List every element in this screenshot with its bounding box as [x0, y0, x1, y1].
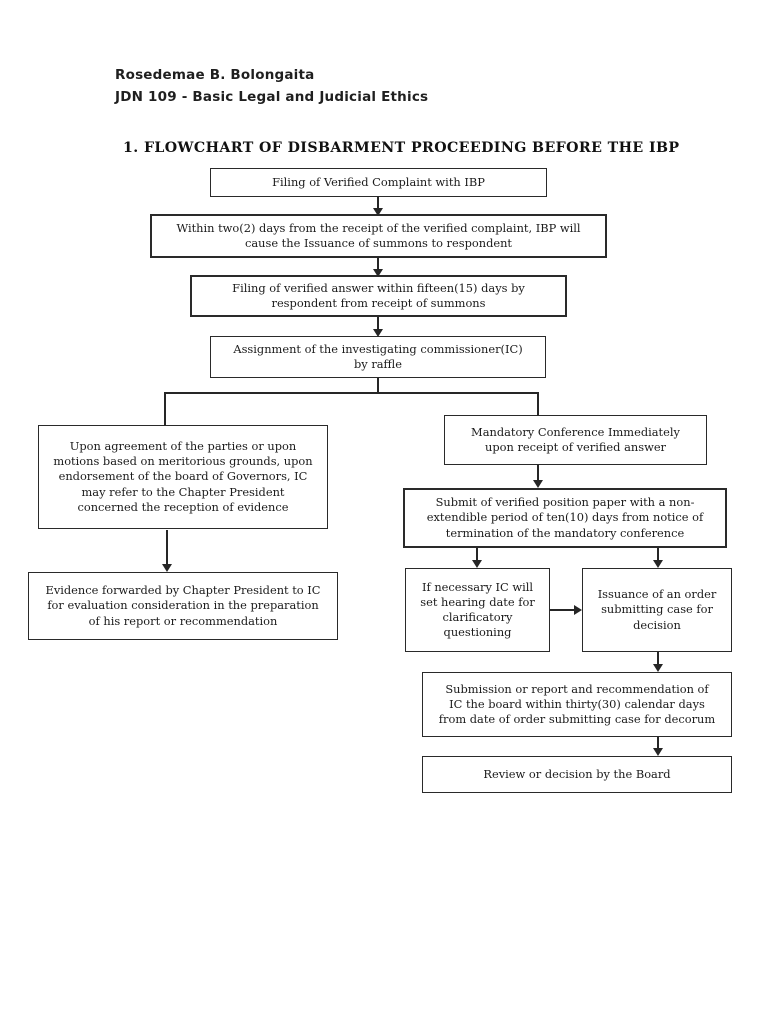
branch-horizontal-line — [165, 392, 539, 394]
document-header: Rosedemae B. Bolongaita JDN 109 - Basic … — [115, 64, 428, 108]
arrow-conference-to-paper-shaft — [537, 465, 539, 481]
node-filing-complaint: Filing of Verified Complaint with IBP — [210, 168, 547, 197]
node-mandatory-conference: Mandatory Conference Immediately upon re… — [444, 415, 707, 465]
node-position-paper: Submit of verified position paper with a… — [403, 488, 727, 548]
arrow-complaint-to-summons-shaft — [377, 196, 379, 209]
arrow-report-to-review-shaft — [657, 737, 659, 749]
node-chapter-referral: Upon agreement of the parties or upon mo… — [38, 425, 328, 529]
branch-right-drop-line — [537, 392, 539, 416]
arrow-summons-to-answer-shaft — [377, 257, 379, 270]
arrow-down-icon — [653, 748, 663, 756]
arrow-order-to-report-shaft — [657, 652, 659, 665]
arrow-paper-to-hearing-shaft — [476, 548, 478, 561]
node-clarificatory-hearing: If necessary IC will set hearing date fo… — [405, 568, 550, 652]
author-line: Rosedemae B. Bolongaita — [115, 67, 315, 83]
node-evidence-forwarded: Evidence forwarded by Chapter President … — [28, 572, 338, 640]
arrow-down-icon — [162, 564, 172, 572]
node-ic-assignment: Assignment of the investigating commissi… — [210, 336, 546, 378]
arrow-hearing-to-order-shaft — [550, 609, 575, 611]
arrow-down-icon — [533, 480, 543, 488]
arrow-paper-to-order-shaft — [657, 548, 659, 561]
node-verified-answer: Filing of verified answer within fifteen… — [190, 275, 567, 317]
arrow-down-icon — [373, 208, 383, 216]
arrow-down-icon — [653, 560, 663, 568]
page-title: 1. FLOWCHART OF DISBARMENT PROCEEDING BE… — [123, 140, 680, 156]
arrow-down-icon — [373, 269, 383, 277]
branch-stub-line — [377, 378, 379, 394]
arrow-down-icon — [472, 560, 482, 568]
arrow-referral-to-evidence-shaft — [166, 530, 168, 565]
arrow-answer-to-assignment-shaft — [377, 317, 379, 330]
arrow-down-icon — [653, 664, 663, 672]
branch-left-drop-line — [164, 392, 166, 426]
node-board-review: Review or decision by the Board — [422, 756, 732, 793]
node-order-submitting: Issuance of an order submitting case for… — [582, 568, 732, 652]
arrow-down-icon — [373, 329, 383, 337]
course-line: JDN 109 - Basic Legal and Judicial Ethic… — [115, 89, 429, 105]
node-issuance-summons: Within two(2) days from the receipt of t… — [150, 214, 607, 258]
node-report-recommendation: Submission or report and recommendation … — [422, 672, 732, 737]
arrow-right-icon — [574, 605, 582, 615]
